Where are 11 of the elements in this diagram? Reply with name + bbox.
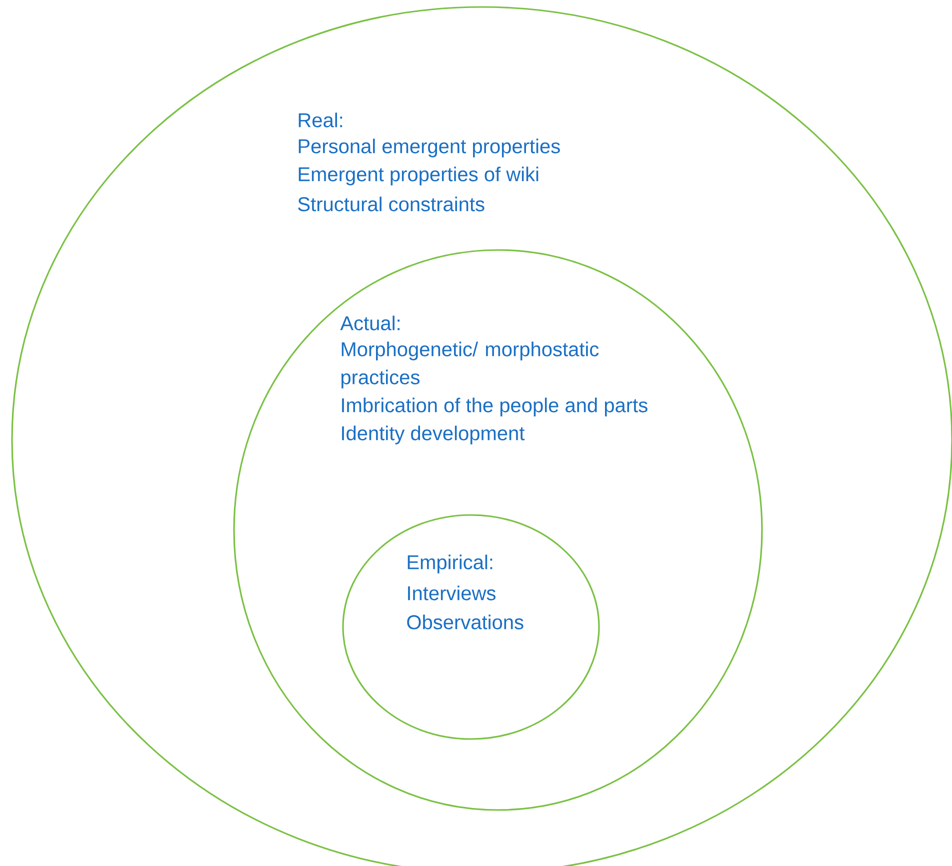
heading-text: Real: — [298, 112, 342, 128]
list-item: Morphogenetic/ morphostatic practices — [342, 342, 599, 388]
list-item: Interviews — [408, 586, 496, 600]
list-item: Observations — [407, 614, 524, 630]
list-item: Emergent properties of wiki — [298, 166, 538, 186]
heading-text: Empirical: — [408, 554, 492, 574]
list-item: Structural constraints — [298, 196, 484, 212]
list-item: Imbrication of the people and parts — [342, 398, 648, 416]
list-item: Identity development — [342, 426, 525, 444]
heading-text: Actual: — [340, 316, 400, 330]
list-item: Personal emergent properties — [298, 138, 560, 158]
